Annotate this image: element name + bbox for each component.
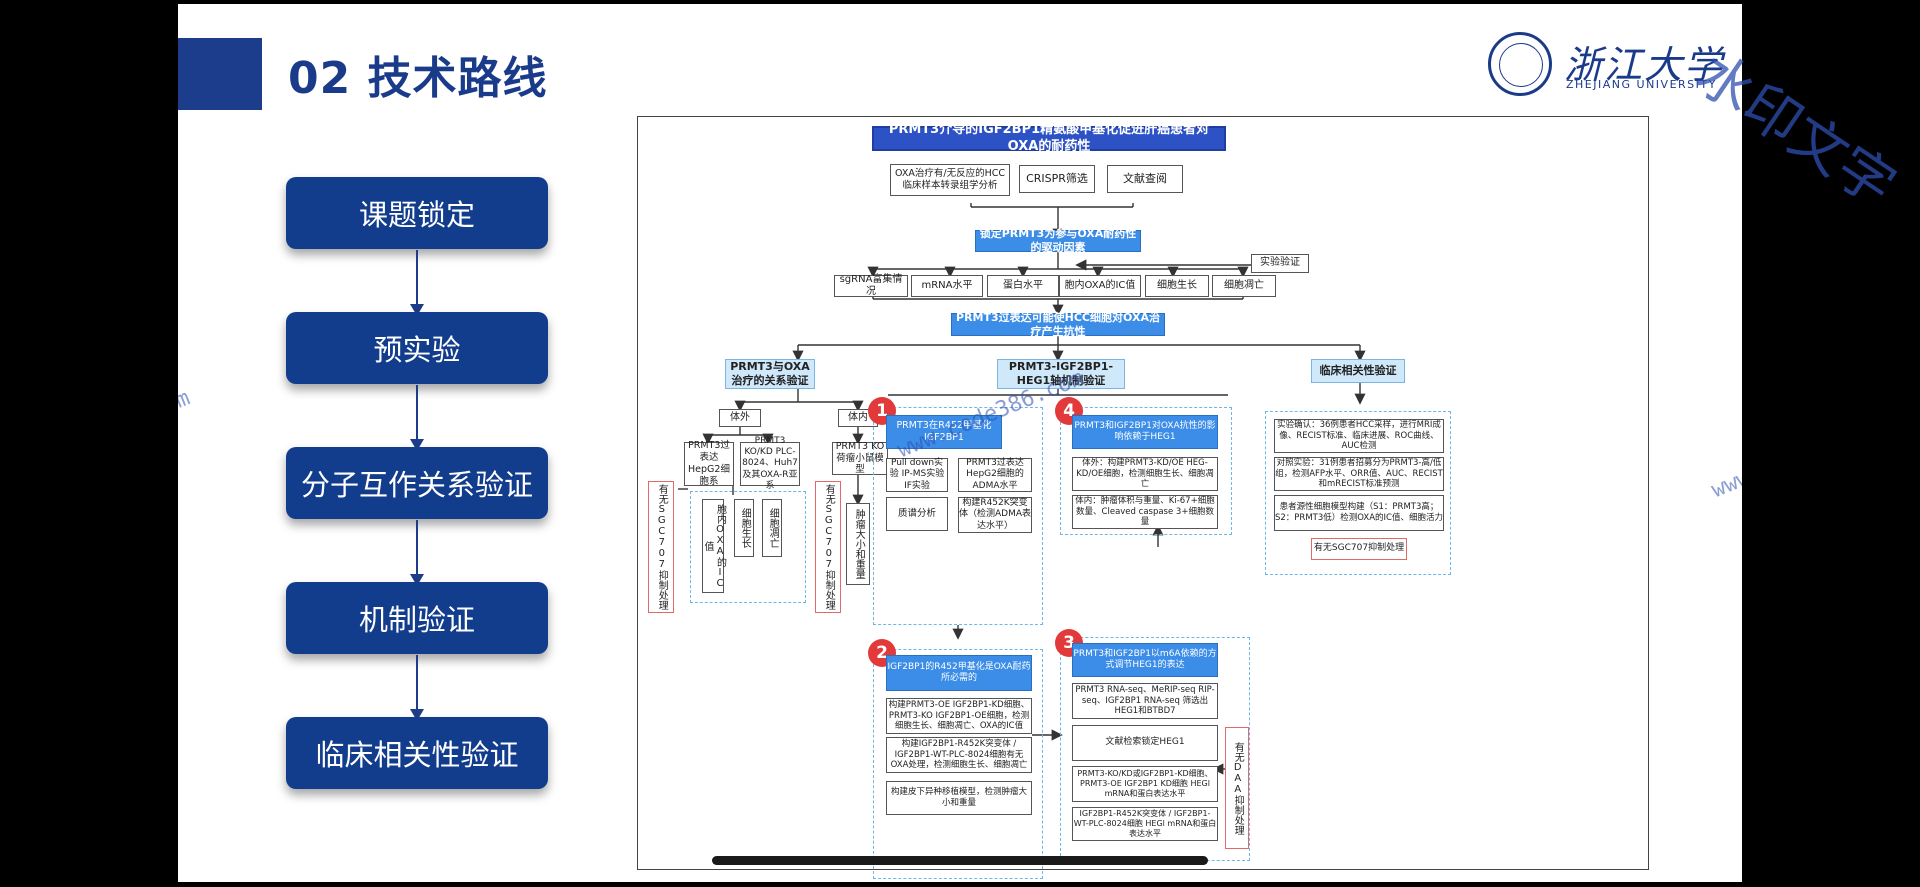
horizontal-scrollbar[interactable] — [712, 856, 1208, 865]
page-title: 02 技术路线 — [288, 53, 548, 104]
logo-en-text: ZHEJIANG UNIVERSITY — [1566, 78, 1717, 91]
logo-cn-text: 浙江大学 — [1564, 43, 1725, 87]
overexpression-box: PRMT3过表达可能使HCC细胞对OXA治疗产生抗性 — [951, 311, 1165, 338]
hepg2-box: PRMT3过表达HepG2细胞系 — [684, 440, 734, 487]
step3-mutant: IGF2BP1-R452K突变体 / IGF2BP1-WT-PLC-8024细胞… — [1072, 807, 1218, 841]
clinical-pdc: 患者源性细胞模型构建（S1：PRMT3高；S2：PRMT3低）检测OXA的IC值… — [1274, 495, 1444, 531]
step3-kd: PRMT3-KO/KD或IGF2BP1-KD细胞、PRMT3-OE IGF2BP… — [1072, 766, 1218, 802]
step1-pulldown: Pull down实验 IP-MS实验 IF实验 — [886, 458, 948, 492]
result-tumor: 肿瘤大小和重量 — [846, 503, 870, 585]
metric-apoptosis: 细胞凋亡 — [1212, 275, 1276, 297]
step4-invitro: 体外：构建PRMT3-KD/OE HEG- KD/OE细胞，检测细胞生长、细胞凋… — [1072, 457, 1218, 491]
result-ic: 胞内OXA的IC值 — [702, 499, 726, 593]
step1-title: PRMT3在R452甲基化IGF2BP1 — [886, 415, 1002, 449]
experiment-verify-box: 实验验证 — [1251, 254, 1309, 273]
source-literature: 文献查阅 — [1107, 165, 1183, 193]
clinical-confirm: 实验确认：36例患者HCC采样，进行MRI成像、RECIST标准、临床进展、RO… — [1274, 419, 1444, 453]
metric-sgrna: sgRNA富集情况 — [834, 274, 908, 297]
step1-r452k: 构建R452K突变体（检测ADMA表达水平） — [958, 497, 1032, 533]
sgc707-mid-box: 有无SGC707抑制处理 — [815, 481, 841, 613]
flow-step-1: 课题锁定 — [286, 177, 548, 249]
branch-relation: PRMT3与OXA治疗的关系验证 — [725, 359, 815, 389]
source-crispr: CRISPR筛选 — [1019, 165, 1095, 193]
step-badge-4: 4 — [1055, 397, 1083, 425]
step4-invivo: 体内：肿瘤体积与重量、Ki-67+细胞数量、Cleaved caspase 3+… — [1072, 495, 1218, 529]
flow-step-2: 预实验 — [286, 312, 548, 384]
flow-step-3: 分子互作关系验证 — [286, 447, 548, 519]
clinical-group — [1265, 411, 1451, 575]
watermark-left: www.code386.com — [178, 385, 194, 484]
slide: 02 技术路线 浙江大学 ZHEJIANG UNIVERSITY 课题锁定 预实… — [178, 4, 1742, 882]
step4-title: PRMT3和IGF2BP1对OXA抗性的影响依赖于HEG1 — [1072, 415, 1218, 449]
in-vitro-box: 体外 — [719, 409, 761, 427]
step2-group — [873, 649, 1043, 879]
step1-adma: PRMT3过表达 HepG2细胞的ADMA水平 — [958, 458, 1032, 492]
flow-arrow — [410, 385, 424, 451]
step2-title: IGF2BP1的R452甲基化是OXA耐药所必需的 — [886, 655, 1032, 691]
metric-protein: 蛋白水平 — [987, 275, 1059, 297]
step3-seq: PRMT3 RNA-seq、MeRIP-seq RIP-seq、IGF2BP1 … — [1072, 683, 1218, 719]
sgc707-left-box: 有无SGC707抑制处理 — [648, 481, 674, 613]
clinical-sgc707: 有无SGC707抑制处理 — [1311, 538, 1407, 560]
clinical-control: 对照实验：31例患者招募分为PRMT3-高/低组，检测AFP水平、ORR值、AU… — [1274, 457, 1444, 491]
university-logo: 浙江大学 ZHEJIANG UNIVERSITY — [1488, 32, 1728, 102]
title-accent-bar — [178, 38, 262, 110]
flow-arrow — [410, 655, 424, 721]
result-growth: 细胞生长 — [734, 499, 754, 557]
metric-ic: 胞内OXA的IC值 — [1059, 275, 1141, 297]
technical-route-diagram: PRMT3介导的IGF2BP1精氨酸甲基化促进肝癌患者对OXA的耐药性 OXA治… — [637, 116, 1649, 879]
results-dash-group — [690, 491, 806, 603]
ko-kd-box: PRMT3 KO/KD PLC-8024、Huh7及其OXA-R亚系 — [740, 436, 800, 491]
branch-clinical: 临床相关性验证 — [1311, 359, 1405, 383]
step2-cells: 构建PRMT3-OE IGF2BP1-KD细胞、PRMT3-KO IGF2BP1… — [886, 698, 1032, 734]
flow-arrow — [410, 250, 424, 316]
step3-literature: 文献检索锁定HEG1 — [1072, 725, 1218, 761]
branch-mechanism: PRMT3-IGF2BP1-HEG1轴机制验证 — [997, 359, 1125, 389]
daa-box: 有无DAA抑制处理 — [1225, 727, 1249, 849]
source-transcriptome: OXA治疗有/无反应的HCC临床样本转录组学分析 — [890, 164, 1010, 196]
step2-mutant: 构建IGF2BP1-R452K突变体 / IGF2BP1-WT-PLC-8024… — [886, 737, 1032, 773]
watermark-right: www.code386.com — [1708, 405, 1742, 504]
flow-step-5: 临床相关性验证 — [286, 717, 548, 789]
step1-ms: 质谱分析 — [886, 497, 948, 531]
metric-mrna: mRNA水平 — [911, 275, 983, 297]
flow-step-4: 机制验证 — [286, 582, 548, 654]
lock-driver-box: 锁定PRMT3为参与OXA耐药性的驱动因素 — [975, 227, 1141, 254]
step2-xenograft: 构建皮下异种移植模型，检测肿瘤大小和重量 — [886, 781, 1032, 815]
step1-group — [873, 407, 1043, 625]
flow-arrow — [410, 520, 424, 586]
metric-growth: 细胞生长 — [1145, 275, 1209, 297]
main-title-box: PRMT3介导的IGF2BP1精氨酸甲基化促进肝癌患者对OXA的耐药性 — [872, 122, 1226, 154]
result-apoptosis: 细胞凋亡 — [762, 499, 782, 557]
step4-group — [1060, 407, 1232, 535]
mouse-model-box: PRMT3 KO荷瘤小鼠模型 — [832, 441, 888, 475]
step3-title: PRMT3和IGF2BP1以m6A依赖的方式调节HEG1的表达 — [1072, 643, 1218, 677]
university-seal-icon — [1488, 32, 1552, 96]
